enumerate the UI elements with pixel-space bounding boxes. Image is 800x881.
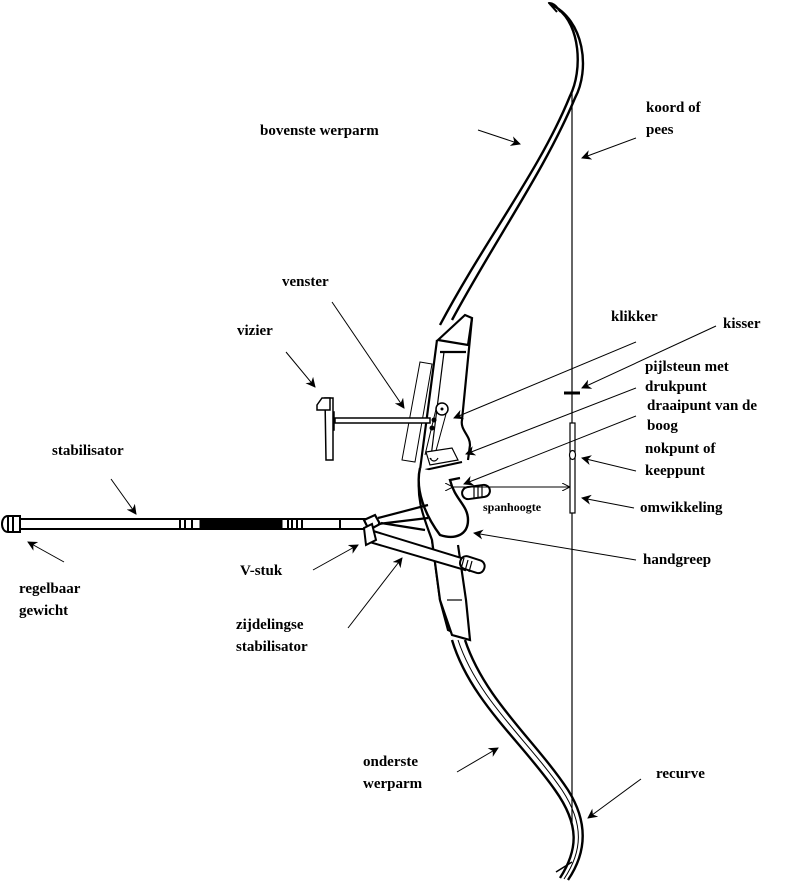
side-stabilizer: [362, 522, 486, 575]
label-kisser: kisser: [723, 316, 761, 332]
leader-kisser: [581, 325, 717, 389]
v-bar: [362, 503, 429, 532]
leader-clicker: [453, 341, 637, 420]
leader-arrow-rest: [465, 387, 637, 456]
label-adjustable-weight: regelbaar gewicht: [19, 581, 81, 619]
sight-window: [401, 361, 433, 463]
label-side-stabilizer: zijdelingse stabilisator: [236, 617, 308, 655]
sight-assembly: [316, 397, 431, 461]
label-clicker: klikker: [611, 309, 658, 325]
label-pivot-point: draaipunt van de boog: [647, 398, 758, 434]
label-recurve: recurve: [656, 766, 705, 782]
upper-limb: [438, 2, 585, 326]
serving-wrap: [569, 422, 576, 514]
leader-upper-limb: [477, 129, 521, 146]
lower-limb: [450, 639, 584, 881]
label-lower-limb: onderste werparm: [363, 754, 423, 792]
leader-stabilizer: [110, 478, 137, 515]
label-stabilizer: stabilisator: [52, 443, 124, 459]
leader-weight: [27, 541, 65, 563]
upper-bushing-stub: [461, 483, 491, 501]
label-arrow-rest: pijlsteun met drukpunt: [645, 359, 729, 395]
label-serving: omwikkeling: [640, 500, 723, 516]
leader-lines: [27, 129, 717, 819]
leader-lower-limb: [456, 747, 499, 773]
long-stabilizer: [7, 518, 369, 530]
leader-nocking-point: [581, 455, 637, 472]
adjustable-weight-end: [1, 515, 21, 533]
leader-v-bar: [312, 544, 359, 571]
label-upper-limb: bovenste werparm: [260, 123, 379, 139]
leader-sight: [285, 351, 316, 388]
arrow-rest-device: [425, 447, 459, 466]
leader-string: [581, 137, 637, 160]
leader-recurve: [587, 778, 642, 819]
nocking-point-mark: [568, 449, 577, 461]
label-v-bar: V-stuk: [240, 563, 283, 579]
leader-serving: [581, 494, 635, 509]
label-nocking-point: nokpunt of keeppunt: [645, 441, 716, 479]
leader-pivot: [463, 415, 637, 486]
leader-window: [331, 301, 405, 409]
label-grip: handgreep: [643, 552, 712, 568]
label-sight: vizier: [237, 323, 273, 339]
leader-grip: [473, 529, 637, 561]
clicker-device: [424, 402, 449, 459]
leader-side-stabilizer: [347, 557, 403, 629]
label-window: venster: [282, 274, 329, 290]
label-string: koord of pees: [646, 100, 701, 138]
label-brace-height: spanhoogte: [483, 500, 542, 514]
riser: [417, 313, 474, 642]
